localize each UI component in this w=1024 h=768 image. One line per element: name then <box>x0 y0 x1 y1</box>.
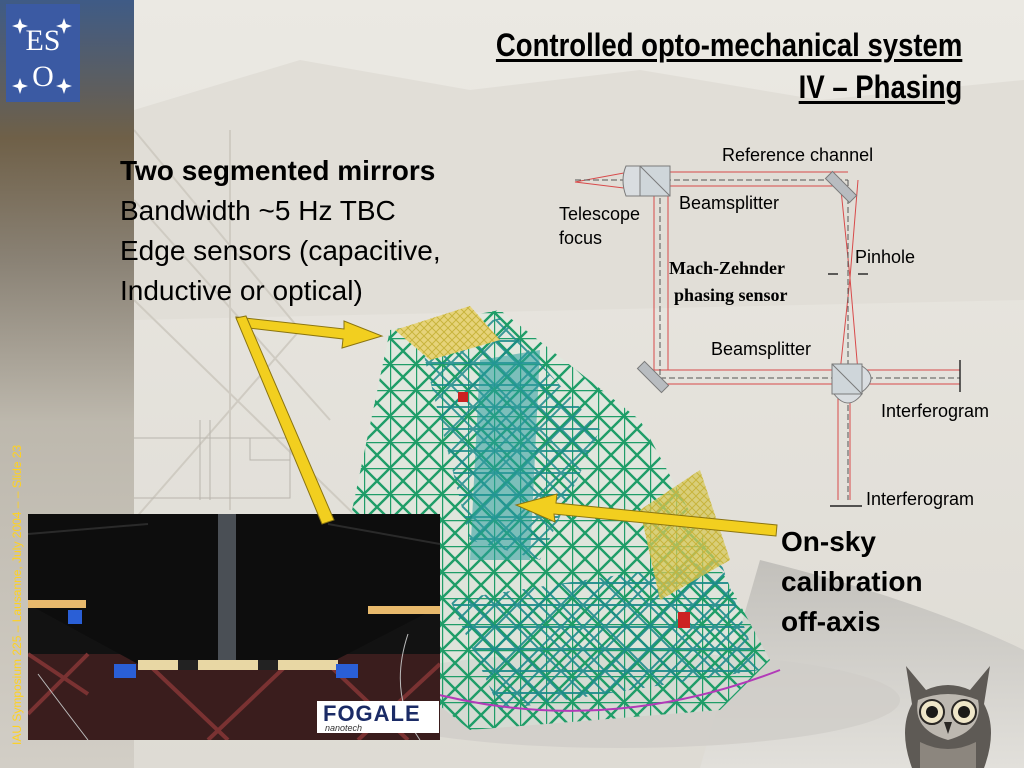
eso-logo-text-2: O <box>32 60 54 93</box>
label-telescope-focus-2: focus <box>559 228 603 248</box>
arrow-to-photo <box>235 315 335 525</box>
title-line-1: Controlled opto-mechanical system <box>495 27 962 63</box>
onsky-calibration-note: On-sky calibration off-axis <box>781 522 923 642</box>
notes-item-1: Bandwidth ~5 Hz TBC <box>120 195 396 226</box>
owl-icon <box>905 666 991 768</box>
eso-logo-text-1: ES <box>25 24 60 57</box>
notes-item-2: Edge sensors (capacitive, <box>120 235 441 266</box>
fogale-brand: FOGALE <box>323 701 421 726</box>
onsky-line-2: calibration <box>781 566 923 597</box>
onsky-line-3: off-axis <box>781 606 881 637</box>
title-line-2: IV – Phasing <box>798 69 962 105</box>
arrow-to-mirror-cell <box>235 316 384 349</box>
label-sensor-line-2: phasing sensor <box>674 285 788 305</box>
label-telescope-focus-1: Telescope <box>559 204 641 224</box>
label-pinhole: Pinhole <box>855 247 916 267</box>
fogale-brand-sub: nanotech <box>325 723 363 733</box>
label-beamsplitter-bottom: Beamsplitter <box>711 339 812 359</box>
label-reference-channel: Reference channel <box>722 145 874 165</box>
fogale-logo: FOGALE nanotech <box>317 701 439 733</box>
label-interferogram-2: Interferogram <box>866 489 975 509</box>
notes-item-3: Inductive or optical) <box>120 275 363 306</box>
mirror-notes: Two segmented mirrors Bandwidth ~5 Hz TB… <box>120 151 441 311</box>
notes-lead: Two segmented mirrors <box>120 155 436 186</box>
label-sensor-line-1: Mach-Zehnder <box>669 258 785 278</box>
label-beamsplitter-top: Beamsplitter <box>679 193 780 213</box>
eso-logo: ES O <box>6 4 80 102</box>
onsky-line-1: On-sky <box>781 526 876 557</box>
label-interferogram-1: Interferogram <box>881 401 990 421</box>
arrow-to-onsky <box>514 493 778 537</box>
slide-title: Controlled opto-mechanical system IV – P… <box>496 24 962 108</box>
